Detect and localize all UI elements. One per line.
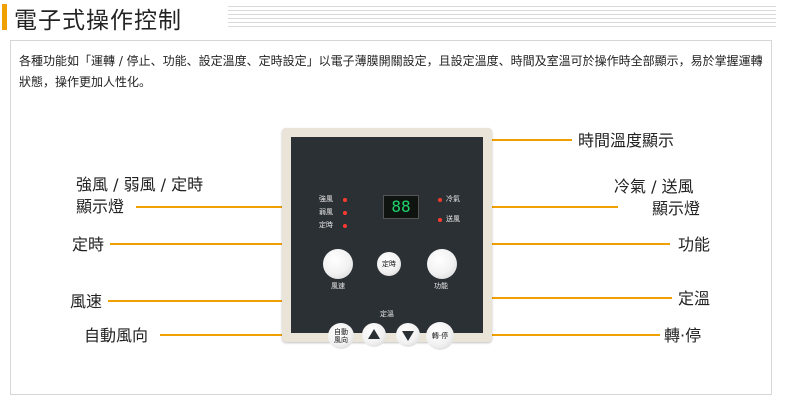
content-box: 各種功能如「運轉 / 停止、功能、設定溫度、定時設定」以電子薄膜開關設定，且設定… [10, 40, 772, 395]
label-run-stop: 轉·停 [664, 326, 702, 345]
header-accent-bar [2, 4, 7, 30]
led-weak [343, 211, 347, 215]
timer-button[interactable]: 定時 [377, 252, 401, 276]
label-mode-indicator-line1: 冷氣 / 送風 [614, 177, 694, 196]
label-fan-indicator-line2: 顯示燈 [76, 197, 125, 216]
auto-swing-label-line1: 自動 [334, 328, 348, 336]
function-button[interactable] [427, 249, 457, 279]
label-auto-swing: 自動風向 [84, 326, 149, 345]
fan-speed-caption: 風速 [331, 282, 345, 290]
led-cool [438, 198, 442, 202]
description-text: 各種功能如「運轉 / 停止、功能、設定溫度、定時設定」以電子薄膜開關設定，且設定… [19, 54, 763, 89]
indicator-label-strong: 強風 [319, 195, 333, 203]
label-timer: 定時 [72, 235, 105, 254]
auto-swing-button[interactable]: 自動 風向 [328, 323, 354, 349]
header-stripes [228, 6, 776, 28]
temp-up-button[interactable] [362, 323, 386, 347]
label-time-temp-display: 時間溫度顯示 [578, 131, 675, 150]
led-fan [438, 218, 442, 222]
function-caption: 功能 [434, 282, 448, 290]
label-fan-indicator-line1: 強風 / 弱風 / 定時 [76, 175, 204, 194]
indicator-label-timer: 定時 [319, 221, 333, 229]
label-temp-set: 定溫 [678, 289, 711, 308]
label-mode-indicator-line2: 顯示燈 [652, 199, 701, 218]
timer-button-label: 定時 [382, 260, 396, 268]
auto-swing-label-line2: 風向 [334, 336, 348, 344]
up-arrow-icon [368, 329, 380, 339]
indicator-label-fan: 送風 [446, 215, 460, 223]
control-panel: 強風 弱風 定時 88 冷氣 送風 [282, 128, 492, 342]
down-arrow-icon [402, 331, 414, 341]
led-strong [343, 198, 347, 202]
page-title: 電子式操作控制 [14, 8, 182, 34]
temp-down-button[interactable] [396, 323, 420, 347]
label-function: 功能 [678, 235, 711, 254]
fan-speed-button[interactable] [323, 249, 353, 279]
run-stop-button-label: 轉·停 [431, 332, 449, 340]
label-fan-speed: 風速 [70, 292, 103, 311]
control-panel-face: 強風 弱風 定時 88 冷氣 送風 [291, 137, 483, 333]
section-header: 電子式操作控制 [0, 0, 786, 34]
run-stop-button[interactable]: 轉·停 [426, 322, 454, 350]
led-timer [343, 224, 347, 228]
indicator-label-weak: 弱風 [319, 208, 333, 216]
indicator-label-cool: 冷氣 [446, 195, 460, 203]
digital-display: 88 [383, 195, 419, 219]
temp-caption: 定溫 [380, 310, 394, 318]
